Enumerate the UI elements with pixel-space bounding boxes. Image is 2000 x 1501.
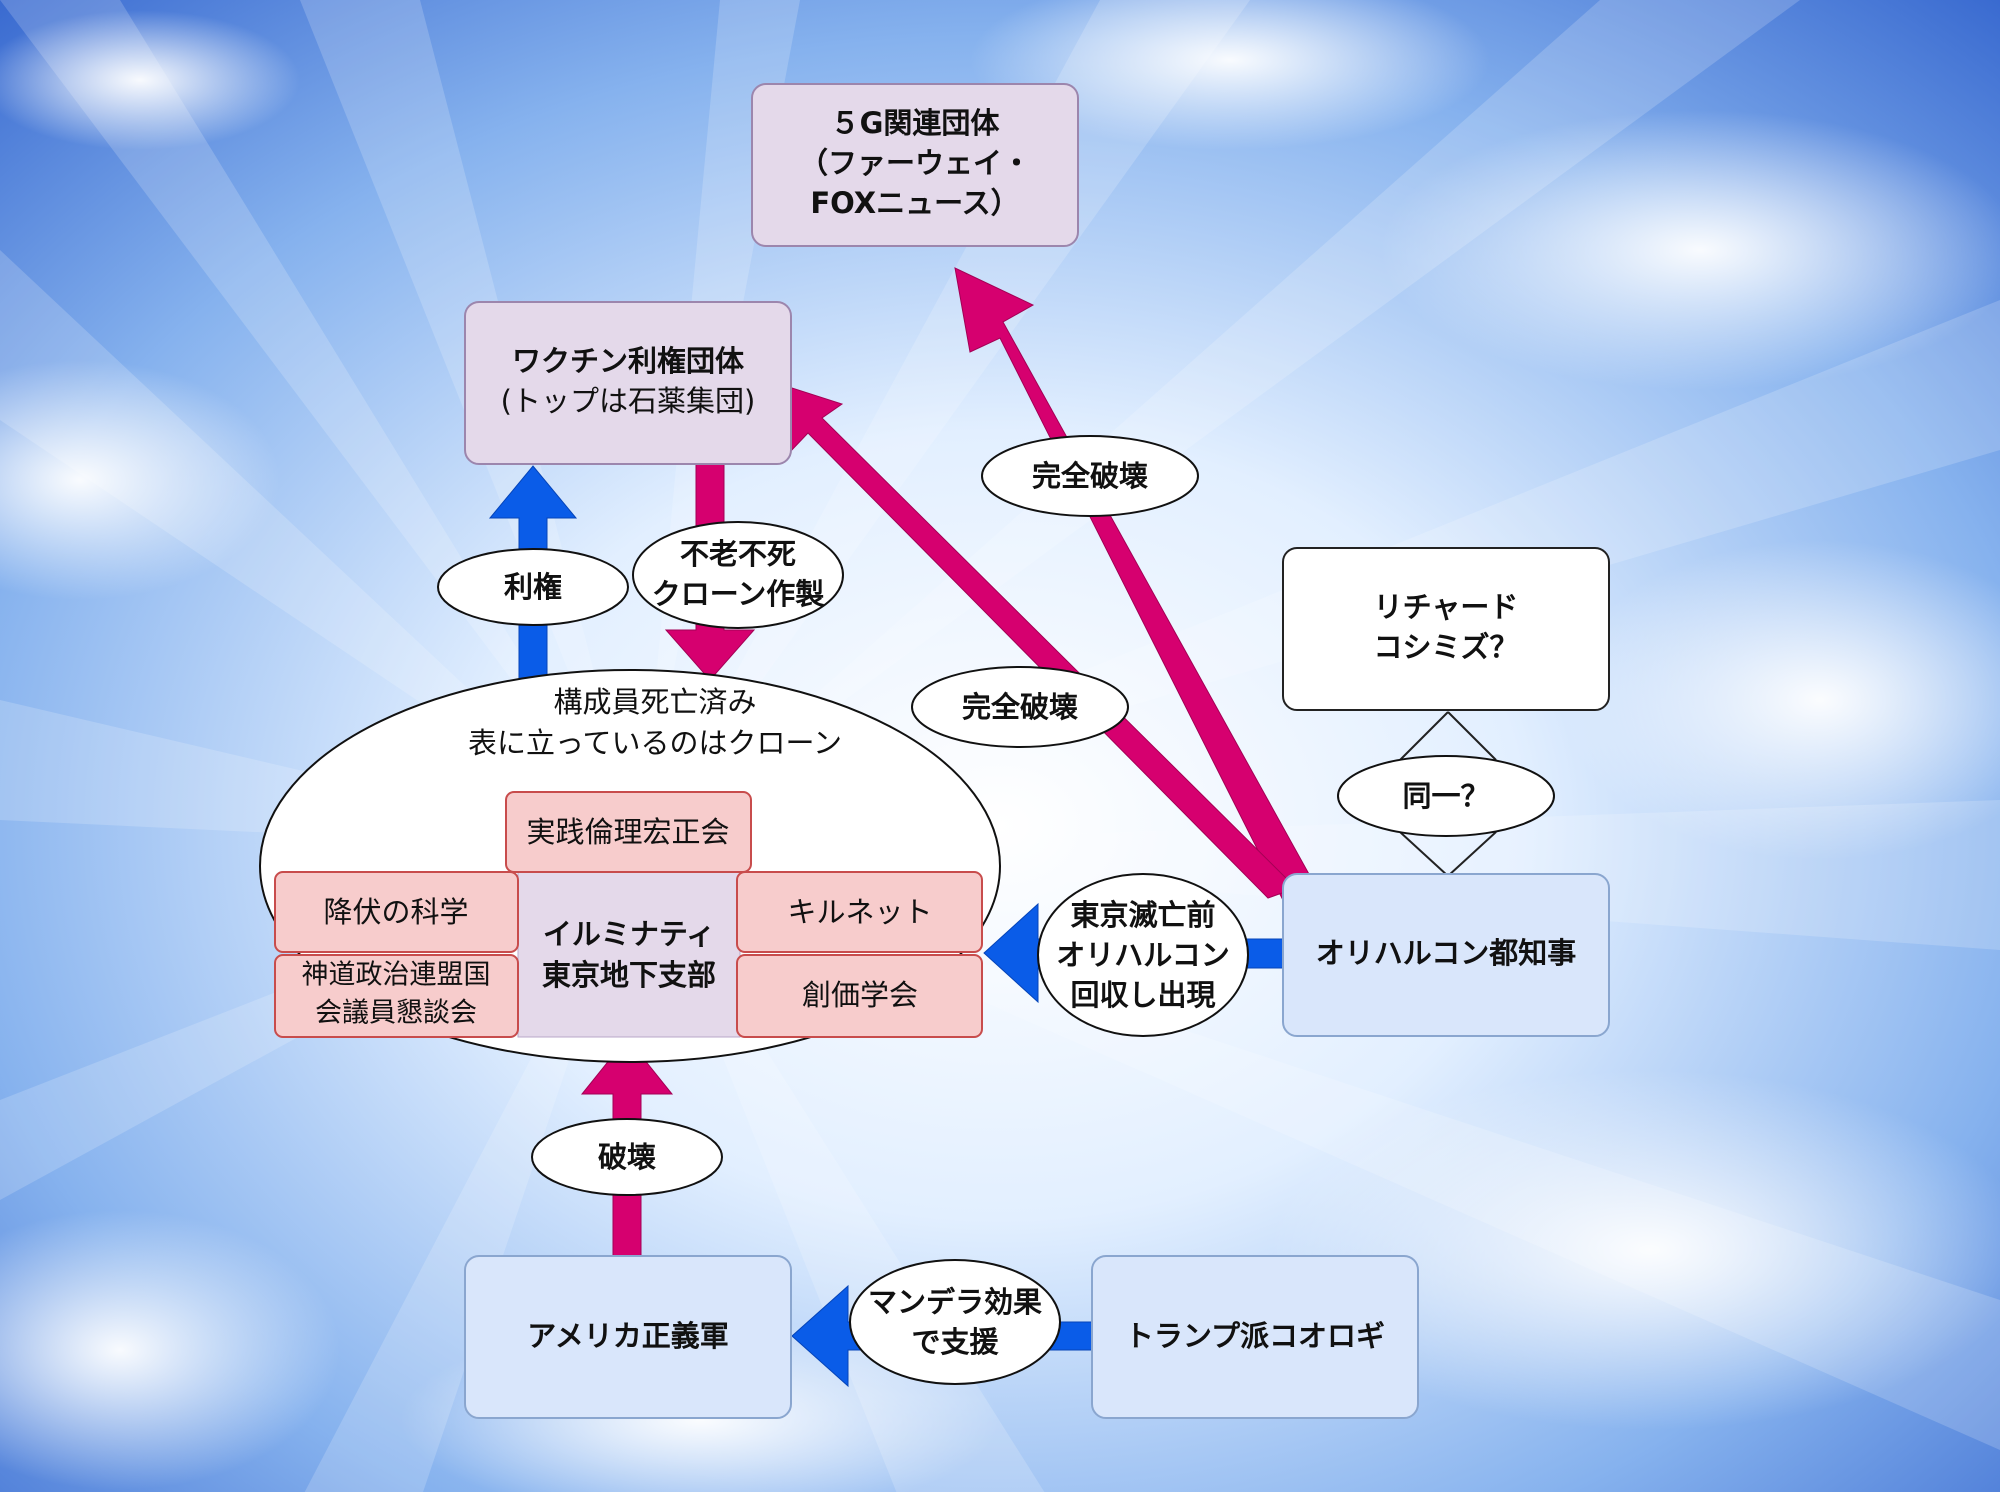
five-g-line1: ５G関連団体 xyxy=(831,106,1001,140)
group-caption-line1: 構成員死亡済み xyxy=(553,685,756,719)
group-caption-line2: 表に立っているのはクローン xyxy=(468,726,842,760)
vaccine-line2: (トップは石薬集団) xyxy=(501,384,756,418)
center-line1: イルミナティ xyxy=(543,917,715,951)
arrow-orichalcum-to-5g xyxy=(954,267,1331,925)
jissen-label: 実践倫理宏正会 xyxy=(526,815,729,849)
hakai-label: 破壊 xyxy=(598,1140,656,1174)
connector-orichalcum-richard-r xyxy=(1447,831,1497,877)
mandela-bubble xyxy=(849,1259,1061,1385)
trump-box xyxy=(1091,1255,1419,1419)
furou-label-bubble xyxy=(632,521,844,629)
bottom-margin xyxy=(0,1492,2000,1501)
orichalcum-box xyxy=(1282,873,1610,1037)
furou-line2: クローン作製 xyxy=(652,577,825,611)
hakai-bubble xyxy=(531,1118,723,1196)
shinto-line2: 会議員懇談会 xyxy=(315,998,477,1029)
soka-label: 創価学会 xyxy=(802,978,918,1012)
riken-label-bubble xyxy=(437,548,629,626)
america-box xyxy=(464,1255,792,1419)
shinto-box xyxy=(274,954,519,1038)
gofuku-box xyxy=(274,871,519,953)
five-g-line2: （ファーウェイ・ xyxy=(799,146,1031,180)
gofuku-label: 降伏の科学 xyxy=(323,895,468,929)
mandela-line2: で支援 xyxy=(911,1325,999,1359)
mandela-line1: マンデラ効果 xyxy=(868,1285,1042,1319)
connector-richard-orichalcum-r xyxy=(1447,711,1497,761)
kanzen-upper-label: 完全破壊 xyxy=(1032,459,1148,493)
richard-line2: コシミズ？ xyxy=(1373,630,1518,664)
kirunet-box xyxy=(736,871,983,953)
soka-box xyxy=(736,954,983,1038)
five-g-line3: FOXニュース） xyxy=(810,186,1019,220)
kirunet-label: キルネット xyxy=(787,895,932,929)
richard-box xyxy=(1282,547,1610,711)
trump-label: トランプ派コオロギ xyxy=(1125,1319,1385,1353)
jissen-box xyxy=(505,791,752,873)
five-g-box xyxy=(751,83,1079,247)
douitsu-bubble xyxy=(1337,755,1555,837)
riken-label: 利権 xyxy=(504,570,562,604)
vaccine-line1: ワクチン利権団体 xyxy=(512,344,745,378)
tokyo-bubble xyxy=(1037,873,1249,1037)
shinto-line1: 神道政治連盟国 xyxy=(302,960,491,991)
orichalcum-label: オリハルコン都知事 xyxy=(1316,936,1576,970)
vaccine-box xyxy=(464,301,792,465)
center-line2: 東京地下支部 xyxy=(542,958,716,992)
kanzen-upper-bubble xyxy=(981,435,1199,517)
connector-richard-orichalcum xyxy=(1399,711,1449,761)
tokyo-line1: 東京滅亡前 xyxy=(1070,898,1215,932)
illuminati-center-box xyxy=(517,871,741,1038)
america-label: アメリカ正義軍 xyxy=(527,1319,729,1353)
kanzen-lower-bubble xyxy=(911,666,1129,748)
tokyo-line3: 回収し出現 xyxy=(1070,978,1215,1012)
douitsu-label: 同一？ xyxy=(1402,779,1489,813)
furou-line1: 不老不死 xyxy=(680,537,796,571)
richard-line1: リチャード xyxy=(1374,590,1519,624)
connector-orichalcum-richard-l xyxy=(1399,831,1449,877)
kanzen-lower-label: 完全破壊 xyxy=(962,690,1078,724)
tokyo-line2: オリハルコン xyxy=(1056,938,1229,972)
